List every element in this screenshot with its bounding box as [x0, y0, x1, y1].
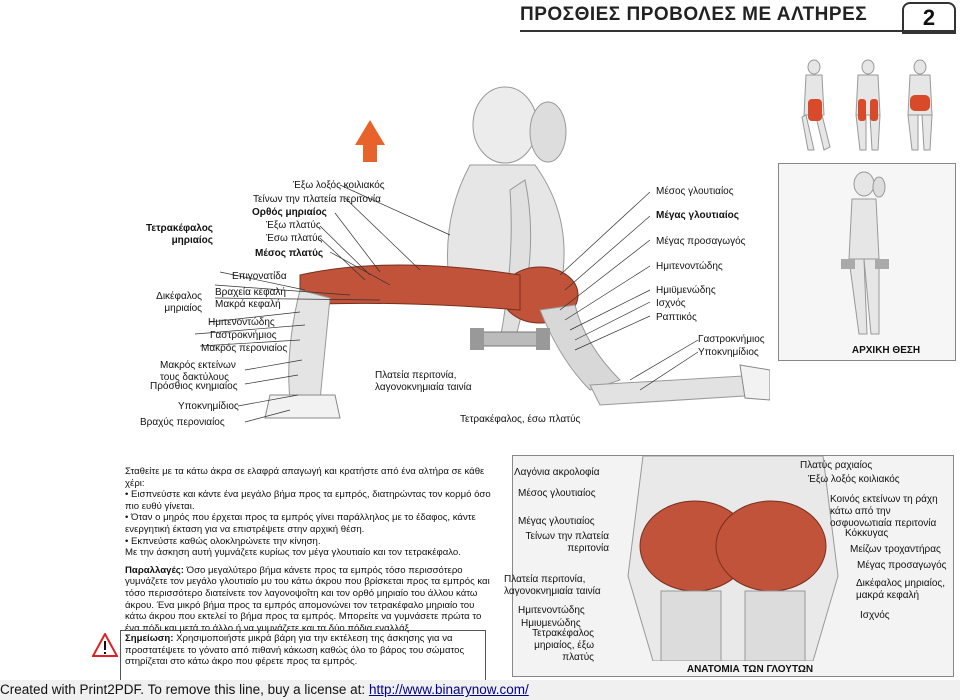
instructions-closing: Με την άσκηση αυτή γυμνάζετε κυρίως τον … [125, 547, 461, 559]
label-gluteus-medius: Μέσος γλουτιαίος [656, 186, 734, 197]
label-soleus-right: Υποκνημίδιος [698, 347, 759, 358]
label-rectus-femoris: Ορθός μηριαίος [252, 207, 327, 218]
glute-label-gracilis: Ισχνός [860, 610, 890, 621]
glute-label-iliotibial-band: Πλατεία περιτονία, λαγονοκνημιαία ταινία [504, 574, 601, 597]
label-vastus-intermedius: Μέσος πλατύς [255, 248, 324, 259]
glute-label-coccyx: Κόκκυγας [845, 528, 889, 539]
label-gastrocnemius-left: Γαστροκνήμιος [210, 330, 277, 341]
label-semimembranosus: Ημιϋμενώδης [656, 285, 716, 296]
glute-label-latissimus: Πλατύς ραχιαίος [800, 460, 873, 471]
glute-label-semitendinosus: Ημιτενοντώδης [518, 605, 585, 616]
variations-title: Παραλλαγές: [125, 564, 184, 576]
glute-anatomy-panel [512, 455, 954, 677]
glute-label-adductor-magnus: Μέγας προσαγωγός [857, 560, 947, 571]
instructions-intro: Σταθείτε με τα κάτω άκρα σε ελαφρά απαγω… [125, 466, 485, 489]
note-box: Σημείωση: Χρησιμοποιήστε μικρά βάρη για … [120, 630, 486, 682]
label-semitendinosus-left: Ημιτενοντώδης [208, 317, 275, 328]
label-vastus-medialis: Έσω πλατύς [266, 233, 323, 244]
variations-text: Όσο μεγαλύτερο βήμα κάνετε προς τα εμπρό… [125, 564, 490, 634]
label-sartorius: Ραπτικός [656, 312, 697, 323]
label-adductor-magnus: Μέγας προσαγωγός [656, 236, 746, 247]
main-lunge-figure [194, 86, 770, 423]
label-gastrocnemius-right: Γαστροκνήμιος [698, 334, 765, 345]
note-title: Σημείωση: [125, 633, 174, 644]
footer-license-link[interactable]: http://www.binarynow.com/ [368, 682, 529, 697]
label-patella: Επιγονατίδα [232, 271, 287, 282]
instructions-step-3: • Εκπνεύστε καθώς ολοκληρώνετε την κίνησ… [125, 535, 321, 547]
warning-icon [92, 633, 118, 657]
glute-label-gluteus-medius: Μέσος γλουτιαίος [518, 488, 596, 499]
page-number: 2 [902, 2, 956, 34]
glute-label-biceps-femoris: Δικέφαλος μηριαίος, μακρά κεφαλή [856, 578, 946, 601]
label-vastus-lateralis: Έξω πλατύς [266, 220, 321, 231]
glute-anatomy-figure [627, 456, 839, 661]
label-quadriceps: Τετρακέφαλος μηριαίος [145, 223, 213, 246]
label-peroneus-longus: Μακρός περονιαίος [201, 343, 288, 354]
label-quadriceps-medialis: Τετρακέφαλος, έσω πλατύς [460, 414, 581, 425]
note-text: Χρησιμοποιήστε μικρά βάρη για την εκτέλε… [125, 633, 465, 668]
direction-arrow-icon [355, 120, 385, 162]
header-rule [520, 30, 954, 32]
footer-text: Created with Print2PDF. To remove this l… [0, 682, 369, 697]
label-long-head: Μακρά κεφαλή [215, 299, 281, 310]
glute-label-external-oblique: Έξω λοξός κοιλιακός [808, 474, 900, 485]
muscle-figures-thumbnail [801, 59, 933, 151]
label-external-oblique: Έξω λοξός κοιλιακός [293, 180, 385, 191]
start-position-figure [841, 171, 889, 335]
start-position-panel: ΑΡΧΙΚΗ ΘΕΣΗ [778, 163, 956, 361]
label-gluteus-maximus: Μέγας γλουτιαίος [656, 210, 739, 221]
label-peroneus-brevis: Βραχύς περονιαίος [140, 417, 225, 428]
start-position-caption: ΑΡΧΙΚΗ ΘΕΣΗ [851, 345, 921, 356]
footer-bar: Created with Print2PDF. To remove this l… [0, 680, 960, 700]
glute-anatomy-caption: ΑΝΑΤΟΜΙΑ ΤΩΝ ΓΛΟΥΤΩΝ [686, 664, 814, 675]
instructions-step-2: • Όταν ο μηρός που έρχεται προς τα εμπρό… [125, 512, 476, 535]
instructions-block: Σταθείτε με τα κάτω άκρα σε ελαφρά απαγω… [125, 466, 497, 634]
label-iliotibial-band: Πλατεία περιτονία, λαγονοκνημιαία ταινία [375, 370, 472, 393]
label-short-head: Βραχεία κεφαλή [215, 287, 286, 298]
glute-label-semimembranosus: Ημιυμενώδης [521, 618, 581, 629]
label-biceps-femoris: Δικέφαλος μηριαίος [156, 291, 202, 314]
glute-label-erector-spinae: Κοινός εκτείνων τη ράχη κάτω από την οσφ… [830, 494, 938, 529]
label-extensor-digitorum: Μακρός εκτείνων τους δακτύλους [160, 360, 236, 383]
instructions-step-1: • Εισπνεύστε και κάντε ένα μεγάλο βήμα π… [125, 489, 491, 512]
glute-label-iliac-crest: Λαγόνια ακρολοφία [514, 467, 600, 478]
label-gracilis: Ισχνός [656, 298, 686, 309]
label-semitendinosus-right: Ημιτενοντώδης [656, 261, 723, 272]
glute-label-tensor-fasciae: Τείνων την πλατεία περιτονία [525, 531, 609, 554]
glute-label-greater-trochanter: Μείζων τροχαντήρας [850, 544, 941, 555]
label-tibialis-anterior: Πρόσθιος κνημιαίος [150, 381, 238, 392]
label-tensor-fasciae: Τείνων την πλατεία περιτονία [253, 194, 381, 205]
glute-label-gluteus-maximus: Μέγας γλουτιαίος [518, 516, 595, 527]
page-title: ΠΡΟΣΘΙΕΣ ΠΡΟΒΟΛΕΣ ΜΕ ΑΛΤΗΡΕΣ [520, 4, 868, 25]
glute-label-vastus-lateralis: Τετρακέφαλος μηριαίος, έξω πλατύς [532, 628, 594, 663]
label-soleus-left: Υποκνημίδιος [178, 401, 239, 412]
